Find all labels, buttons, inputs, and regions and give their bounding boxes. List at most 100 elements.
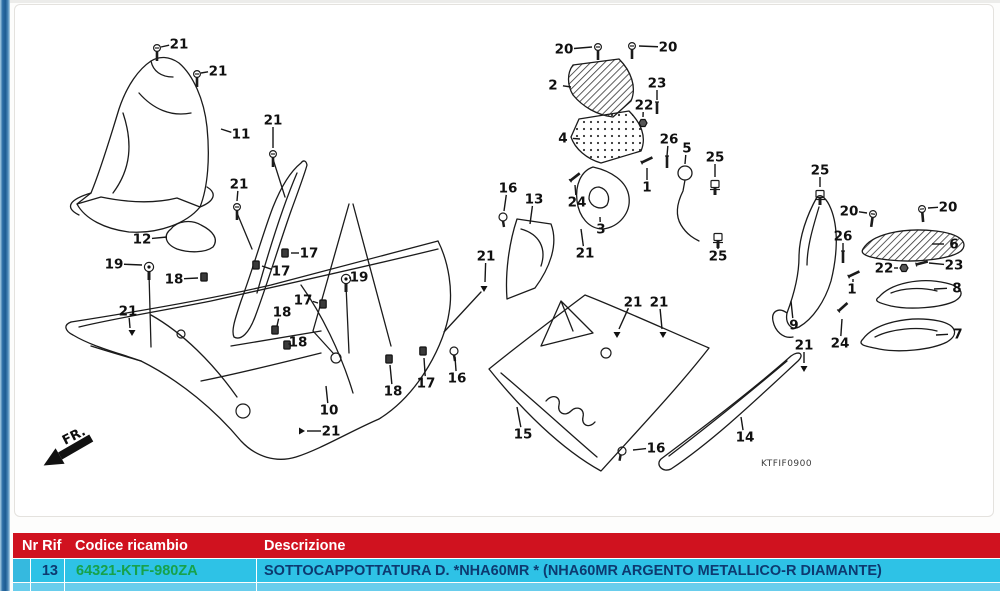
label-leader-line [573, 46, 593, 50]
label-leader-line [200, 71, 209, 74]
part-7-step [860, 318, 956, 352]
part-number-label: 19 [350, 270, 369, 286]
part-11-cowl [69, 56, 214, 233]
cell-codice[interactable]: 64321-KTF-980ZA [65, 559, 256, 582]
screw-icon [232, 202, 242, 220]
part-number-label: 18 [384, 384, 403, 400]
part-number-label: 9 [789, 318, 798, 334]
part-number-label: 13 [525, 192, 544, 208]
pin-icon [847, 270, 860, 279]
part-number-label: 20 [659, 40, 678, 56]
label-leader-line [503, 194, 507, 212]
part-number-label: 1 [642, 180, 651, 196]
label-leader-line [618, 307, 630, 330]
part-5-hanger [676, 165, 700, 242]
part-number-label: 16 [647, 441, 666, 457]
bolt16-icon [617, 446, 627, 461]
screw-icon [868, 209, 878, 228]
label-leader-line [580, 228, 585, 247]
label-leader-line [128, 317, 131, 329]
header-nr-rif: Nr Rif [22, 537, 62, 554]
part-side-rail [232, 160, 308, 339]
part-3-bracket [575, 166, 630, 230]
grommet-icon [600, 347, 612, 359]
cell-rif[interactable]: 13 [31, 559, 64, 582]
part-number-label: 19 [105, 257, 124, 273]
part-number-label: 14 [736, 430, 755, 446]
clip-icon [419, 346, 427, 356]
label-leader-line [935, 333, 949, 336]
part-number-label: 17 [294, 293, 313, 309]
table-row-selected[interactable]: 13 64321-KTF-980ZA SOTTOCAPPOTTATURA D. … [13, 559, 1000, 582]
label-leader-line [659, 308, 663, 330]
part-number-label: 21 [264, 113, 283, 129]
part-number-label: 17 [300, 246, 319, 262]
label-leader-line [933, 287, 948, 290]
clip-icon [281, 248, 289, 258]
table-row-next-partial[interactable] [13, 583, 1000, 591]
pin-icon [841, 250, 845, 263]
clip-icon [271, 325, 279, 335]
part-6-step [861, 229, 965, 262]
part-number-label: 16 [448, 371, 467, 387]
pin-icon [655, 101, 659, 114]
part-number-label: 21 [170, 37, 189, 53]
screw-icon [192, 69, 202, 87]
part-number-label: 3 [596, 222, 605, 238]
label-leader-line [516, 406, 522, 428]
part-15-under-cover [488, 294, 710, 472]
part-number-label: 16 [499, 181, 518, 197]
part-10-floor-frame [65, 203, 452, 460]
label-leader-line [638, 45, 659, 48]
bolt25-icon [710, 179, 720, 195]
label-leader-line [529, 205, 534, 225]
tscrew-icon [299, 427, 305, 435]
part-number-label: 17 [272, 264, 291, 280]
part-number-label: 23 [945, 258, 964, 274]
part-number-label: 17 [417, 376, 436, 392]
label-leader-line [928, 262, 945, 266]
part-number-label: 21 [230, 177, 249, 193]
label-leader-line [484, 262, 487, 283]
grommet-icon [330, 352, 342, 364]
label-leader-line [740, 416, 744, 431]
part-number-label: 21 [209, 64, 228, 80]
part-4-mount [570, 110, 644, 164]
part-number-label: 25 [706, 150, 725, 166]
grommet-icon [176, 329, 186, 339]
label-leader-line [840, 318, 843, 337]
clip-icon [385, 354, 393, 364]
label-leader-line [574, 184, 577, 196]
part-number-label: 2 [548, 78, 557, 94]
label-leader-line [312, 300, 319, 304]
label-leader-line [261, 265, 272, 270]
tscrew-icon [480, 286, 488, 292]
cell-descrizione[interactable]: SOTTOCAPPOTTATURA D. *NHA60MR * (NHA60MR… [257, 559, 1000, 582]
part-number-label: 24 [568, 195, 587, 211]
part-number-label: 24 [831, 336, 850, 352]
part-number-label: 15 [514, 427, 533, 443]
screw-icon [152, 43, 162, 61]
pin-icon [665, 155, 669, 168]
part-2-step-rubber [567, 58, 634, 118]
part-number-label: 21 [119, 304, 138, 320]
cell-nr[interactable] [13, 559, 30, 582]
part-number-label: 25 [709, 249, 728, 265]
part-number-label: 22 [875, 261, 894, 277]
clip-icon [319, 299, 327, 309]
grommet-icon [235, 403, 251, 419]
part-number-label: 1 [847, 282, 856, 298]
part-number-label: 11 [232, 127, 251, 143]
label-leader-line [123, 263, 143, 266]
hardware-icons-layer [128, 41, 929, 461]
part-number-label: 21 [477, 249, 496, 265]
part-number-label: 20 [840, 204, 859, 220]
part-number-label: 8 [952, 281, 961, 297]
part-number-label: 21 [576, 246, 595, 262]
nut-icon [899, 263, 909, 273]
part-number-label: 20 [939, 200, 958, 216]
label-leader-line [276, 318, 280, 327]
screw-icon [268, 149, 278, 167]
